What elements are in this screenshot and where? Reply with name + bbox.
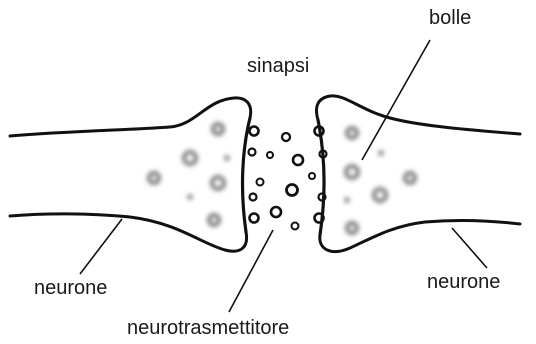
neurotransmitter-dot [257,179,264,186]
neurotransmitter-dot [250,127,259,136]
vesicle [347,128,357,138]
neuron-left-label: neurone [34,278,107,298]
leader-line-bolle [362,40,430,160]
neurotransmitter-dot [249,149,256,156]
vesicle [405,173,415,183]
leader-lines [80,40,487,312]
neurotransmitter-dot [267,152,273,158]
neurotransmitter-label: neurotrasmettitore [127,318,289,338]
vesicle [224,155,230,161]
vesicle [149,173,159,183]
vesicle [346,166,358,178]
neurotransmitter-dot [250,214,259,223]
vesicle [344,197,350,203]
leader-line-neuron-right [452,228,487,268]
leader-line-neuron-left [80,219,122,274]
neurotransmitter-dot [287,185,298,196]
neurotransmitters [249,127,327,230]
vesicle [209,215,219,225]
left-neuron [10,98,251,251]
neurotransmitter-dot [293,155,303,165]
vesicle [213,124,223,134]
vesicle [212,177,224,189]
leader-line-neurotransmitter [229,230,273,312]
neurotransmitter-dot [292,223,299,230]
vesicle [184,152,196,164]
vesicles-label: bolle [429,8,471,28]
vesicle [187,194,193,200]
synapse-label: sinapsi [247,56,309,76]
left-neuron-synaptic-face [243,118,250,232]
vesicle [347,223,357,233]
neurotransmitter-dot [319,194,326,201]
neurotransmitter-dot [271,207,281,217]
neurotransmitter-dot [309,173,315,179]
neuron-right-label: neurone [427,272,500,292]
right-vesicles [344,128,415,233]
vesicle [374,189,386,201]
left-vesicles [149,124,230,225]
neurotransmitter-dot [282,133,290,141]
vesicle [378,150,384,156]
left-neuron-bottom-edge [10,214,247,251]
neurotransmitter-dot [250,194,257,201]
